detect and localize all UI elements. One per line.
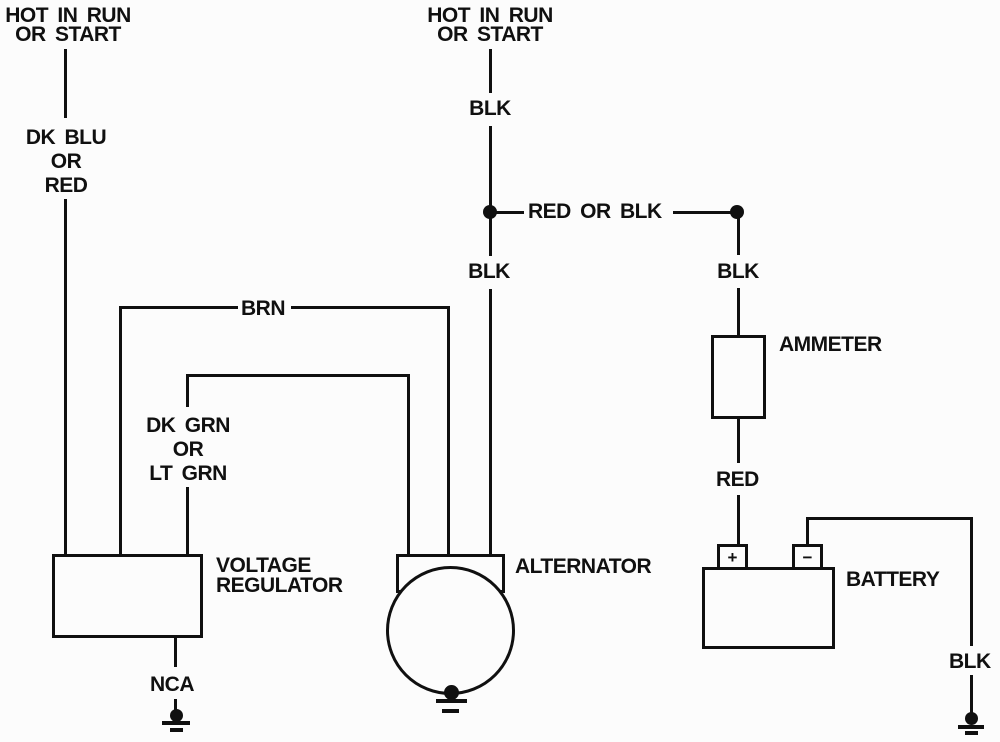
wire-battery-ground-upper: [970, 517, 973, 646]
alternator-ground-dot: [444, 685, 459, 700]
wire-battery-ground-lower: [970, 675, 973, 715]
wire-nca-ground-stub: [174, 699, 177, 713]
alternator-ground-bar-wide: [436, 699, 467, 703]
power-source-left-label: HOT IN RUN OR START: [0, 4, 136, 46]
wire-ignition-left-lower: [64, 199, 67, 555]
wire-label-dk-grn-line3: LT GRN: [149, 462, 227, 485]
power-source-left-line2: OR START: [15, 23, 121, 46]
voltage-regulator-label: VOLTAGE REGULATOR: [216, 554, 343, 597]
wire-label-blk-top: BLK: [469, 97, 511, 120]
regulator-ground-bar-short: [170, 728, 183, 732]
battery-ground-bar-wide: [958, 725, 984, 729]
wire-battery-negative-riser: [806, 517, 809, 546]
wire-right-to-ammeter: [737, 288, 740, 337]
regulator-ground-bar-wide: [162, 721, 190, 725]
battery-ground-bar-short: [965, 731, 978, 735]
wire-label-dk-blu-line2: OR: [50, 150, 82, 173]
battery-positive-sign: +: [727, 547, 738, 567]
wire-ignition-center-upper: [489, 49, 492, 93]
wire-label-dk-blu-line3: RED: [44, 174, 88, 197]
wire-brn-left-drop: [119, 306, 122, 556]
wire-grn-stub-lower: [186, 487, 189, 556]
voltage-regulator-label-line2: REGULATOR: [216, 574, 343, 597]
junction-dot-right: [730, 205, 744, 219]
alternator-ground-bar-short: [442, 709, 459, 713]
wire-brn-horizontal-right: [291, 306, 450, 309]
wire-battery-to-ground-horizontal: [806, 517, 973, 520]
wire-label-blk-battery: BLK: [949, 650, 991, 673]
wire-label-dk-blu: DK BLU OR RED: [20, 126, 112, 198]
ammeter-box: [711, 335, 766, 419]
junction-dot-center: [483, 205, 497, 219]
wire-label-red: RED: [716, 468, 759, 491]
alternator-label: ALTERNATOR: [515, 555, 652, 578]
regulator-ground-dot: [170, 709, 183, 722]
battery-body-box: [702, 567, 835, 649]
wire-label-red-or-blk: RED OR BLK: [528, 200, 662, 223]
wire-center-to-alternator: [489, 289, 492, 556]
wire-label-blk-mid: BLK: [468, 260, 510, 283]
wire-red-or-blk-left-dash: [496, 211, 524, 214]
power-source-left-line1: HOT IN RUN: [5, 4, 131, 27]
wire-ignition-left-upper: [64, 49, 67, 118]
wire-label-dk-grn-line1: DK GRN: [146, 414, 230, 437]
wire-label-dk-grn-line2: OR: [172, 438, 204, 461]
wire-red-to-battery: [737, 495, 740, 546]
wire-grn-horizontal: [186, 374, 410, 377]
power-source-center-line1: HOT IN RUN: [427, 4, 553, 27]
wire-label-dk-grn: DK GRN OR LT GRN: [142, 414, 234, 486]
wire-regulator-nca: [174, 636, 177, 667]
wire-grn-stub-upper: [186, 374, 189, 407]
wire-right-below-junction: [737, 217, 740, 255]
voltage-regulator-label-line1: VOLTAGE: [216, 554, 311, 577]
battery-ground-dot: [965, 712, 978, 725]
power-source-center-line2: OR START: [437, 23, 543, 46]
ammeter-label: AMMETER: [779, 333, 882, 356]
wire-brn-horizontal-left: [119, 306, 238, 309]
wire-grn-right-drop: [407, 374, 410, 556]
wire-center-below-junction: [489, 217, 492, 256]
battery-negative-sign: −: [802, 547, 813, 567]
battery-label: BATTERY: [846, 568, 940, 591]
wire-label-dk-blu-line1: DK BLU: [25, 126, 107, 149]
wire-ignition-center-mid: [489, 126, 492, 208]
alternator-body-circle: [386, 566, 515, 695]
wire-label-brn: BRN: [241, 297, 286, 320]
wire-brn-right-drop: [447, 306, 450, 556]
wire-label-blk-right: BLK: [717, 260, 759, 283]
wire-label-nca: NCA: [150, 673, 195, 696]
power-source-center-label: HOT IN RUN OR START: [422, 4, 558, 46]
voltage-regulator-box: [52, 554, 203, 638]
wire-ammeter-to-red-label: [737, 417, 740, 463]
wire-red-or-blk-right-dash: [673, 211, 737, 214]
